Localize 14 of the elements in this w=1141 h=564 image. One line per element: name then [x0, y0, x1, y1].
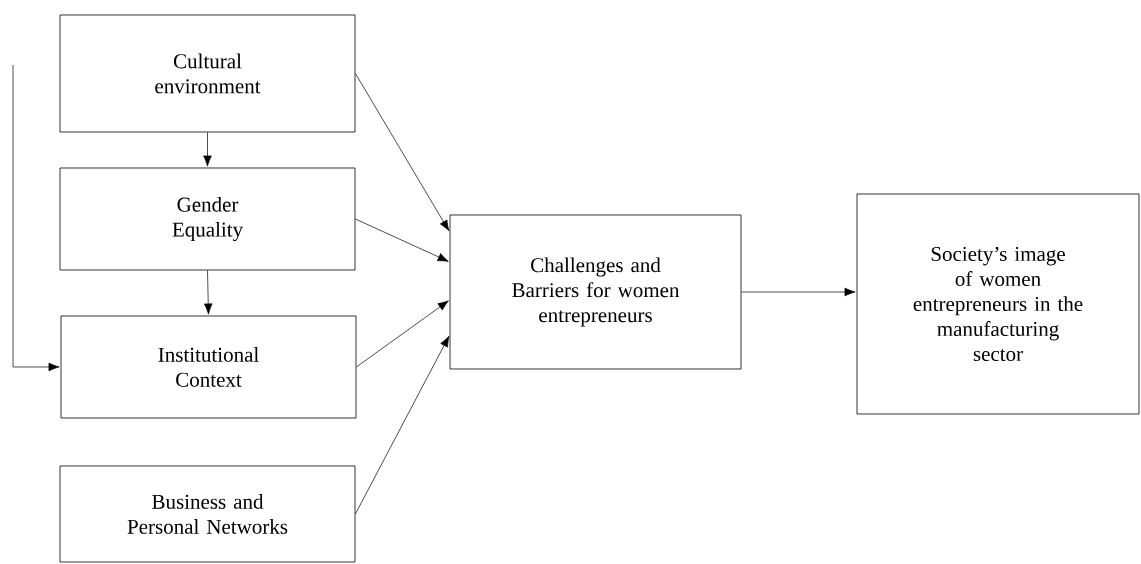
- arrow: [204, 270, 213, 315]
- concept-box: Institutional Context: [60, 315, 357, 419]
- arrow: [203, 132, 212, 167]
- arrow: [355, 218, 449, 262]
- concept-box: Business and Personal Networks: [59, 465, 356, 563]
- arrow: [741, 287, 856, 297]
- concept-box: Cultural environment: [59, 14, 356, 133]
- concept-box: Challenges and Barriers for women entrepreneurs: [449, 214, 742, 370]
- arrow: [355, 73, 450, 232]
- arrow: [355, 335, 450, 515]
- concept-box: Gender Equality: [59, 167, 356, 271]
- concept-box: Society’s image of women entrepreneurs in the manufacturing sector: [856, 193, 1140, 415]
- arrow: [12, 64, 60, 372]
- arrow: [356, 300, 449, 368]
